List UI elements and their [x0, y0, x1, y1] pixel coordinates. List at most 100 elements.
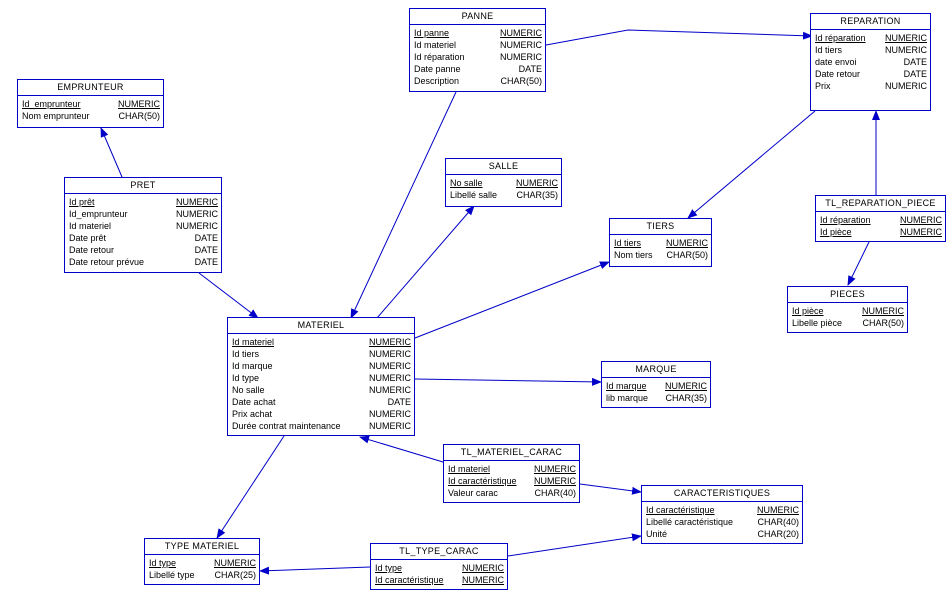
attribute-type: NUMERIC [369, 409, 411, 419]
attribute-name: Id tiers [614, 238, 642, 248]
link-tlreppiece-pieces [847, 241, 870, 286]
attribute-name: Libellé type [149, 570, 195, 580]
attribute-type: NUMERIC [462, 563, 504, 573]
attribute-name: Date retour [69, 245, 115, 255]
entity-title: MARQUE [602, 362, 710, 378]
attribute-type: NUMERIC [500, 40, 542, 50]
attribute-type: NUMERIC [118, 99, 160, 109]
attribute-name: Date retour prévue [69, 257, 145, 267]
attribute-name: Id pièce [792, 306, 824, 316]
attribute-type: DATE [518, 64, 542, 74]
attribute-name: Id materiel [448, 464, 491, 474]
attribute-type: CHAR(40) [534, 488, 576, 498]
attribute-type: CHAR(50) [500, 76, 542, 86]
attribute-type: NUMERIC [176, 221, 218, 231]
key-attribute-row: Id_emprunteur NUMERIC [22, 98, 160, 110]
attribute-type: NUMERIC [757, 505, 799, 515]
link-reparation-tiers [687, 110, 816, 219]
attribute-type: NUMERIC [500, 52, 542, 62]
attribute-type: NUMERIC [862, 306, 904, 316]
attribute-type: CHAR(20) [757, 529, 799, 539]
attribute-type: NUMERIC [900, 227, 942, 237]
attribute-type: DATE [903, 69, 927, 79]
attribute-name: Id tiers [232, 349, 260, 359]
attribute-name: Id réparation [820, 215, 871, 225]
attribute-name: Id caractéristique [448, 476, 517, 486]
attribute-name: Id type [232, 373, 260, 383]
attribute-row: Unité CHAR(20) [646, 528, 799, 540]
link-materiel-type [216, 435, 285, 539]
attribute-name: Libelle pièce [792, 318, 843, 328]
attribute-type: DATE [194, 257, 218, 267]
attribute-row: Nom tiers CHAR(50) [614, 249, 708, 261]
attribute-name: Id pièce [820, 227, 852, 237]
attribute-row: lib marque CHAR(35) [606, 392, 707, 404]
attribute-name: Unité [646, 529, 668, 539]
entity-title: MATERIEL [228, 318, 414, 334]
attribute-type: NUMERIC [500, 28, 542, 38]
attribute-name: No salle [232, 385, 265, 395]
attribute-name: lib marque [606, 393, 649, 403]
link-tlmatcarac-carac [579, 483, 642, 495]
attribute-type: CHAR(25) [214, 570, 256, 580]
attribute-name: Id materiel [414, 40, 457, 50]
link-panne-materiel [350, 91, 457, 319]
attribute-name: Id type [149, 558, 177, 568]
entity-title: TYPE MATERIEL [145, 539, 259, 555]
attribute-name: Id marque [606, 381, 647, 391]
attribute-type: CHAR(50) [862, 318, 904, 328]
attribute-type: NUMERIC [369, 361, 411, 371]
attribute-name: Id caractéristique [375, 575, 444, 585]
attribute-name: Nom tiers [614, 250, 653, 260]
attribute-name: Id_emprunteur [22, 99, 81, 109]
attribute-type: DATE [903, 57, 927, 67]
attribute-type: CHAR(35) [516, 190, 558, 200]
attribute-row: Id materiel NUMERIC [414, 39, 542, 51]
entity-title: CARACTERISTIQUES [642, 486, 802, 502]
attribute-type: CHAR(35) [665, 393, 707, 403]
attribute-name: Date achat [232, 397, 276, 407]
attribute-type: NUMERIC [462, 575, 504, 585]
attribute-type: CHAR(50) [666, 250, 708, 260]
attribute-name: Id type [375, 563, 403, 573]
